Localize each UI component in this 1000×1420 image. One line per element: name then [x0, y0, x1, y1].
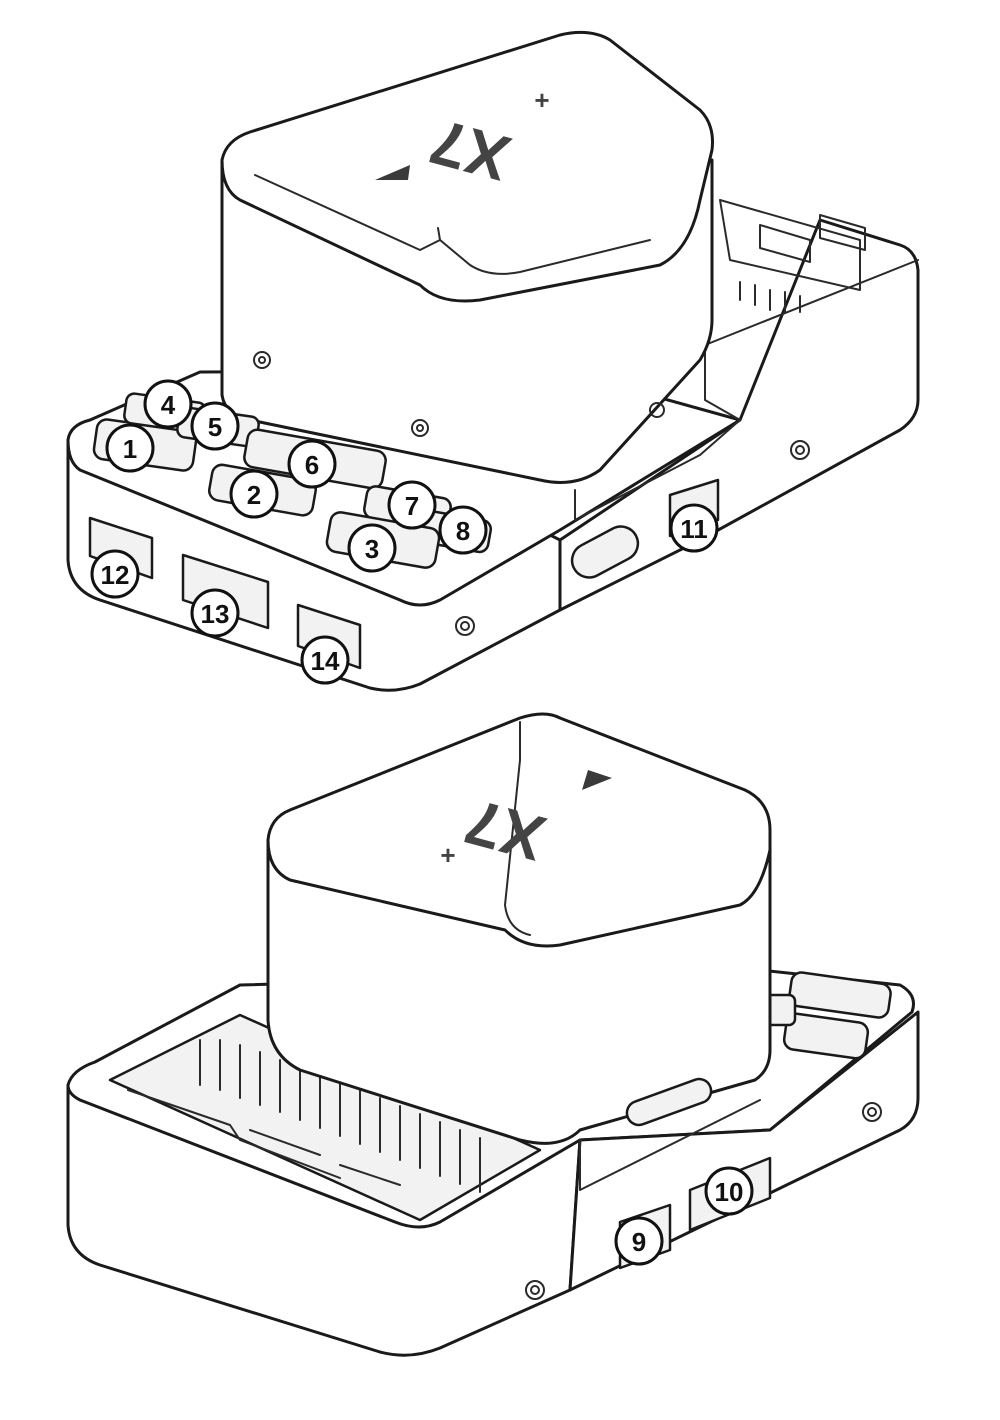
callout-13: 13 [190, 588, 240, 638]
top-housing-lid [220, 30, 714, 303]
top-right-step-edge [704, 259, 919, 346]
callout-4: 4 [143, 379, 193, 429]
callout-1: 1 [105, 423, 155, 473]
callout-14: 14 [300, 635, 350, 685]
bottom-usb-port [625, 1077, 713, 1127]
top-lid-groove [254, 174, 441, 251]
bottom-step-edge [579, 1099, 761, 1191]
callout-badges: 1 2 3 4 5 6 7 8 9 10 11 12 13 14 [90, 379, 754, 1266]
screw-icon [416, 424, 424, 432]
callout-5: 5 [190, 401, 240, 451]
top-right-step-edge2 [704, 344, 741, 421]
callout-12-label: 12 [101, 560, 130, 590]
callout-3-label: 3 [365, 534, 379, 564]
callout-8-label: 8 [456, 516, 470, 546]
callout-12: 12 [90, 549, 140, 599]
screw-icon [790, 440, 810, 460]
bottom-pin-header [108, 1013, 542, 1222]
top-lid-crease [439, 239, 651, 275]
bottom-logo-plus: + [440, 840, 455, 870]
callout-9: 9 [614, 1216, 664, 1266]
screw-icon [862, 1102, 882, 1122]
bottom-logo-arrow-icon [582, 770, 612, 790]
screw-icon [460, 621, 470, 631]
screw-icon [795, 445, 805, 455]
callout-4-label: 4 [161, 390, 176, 420]
screw-icon [867, 1107, 877, 1117]
callout-9-label: 9 [632, 1227, 646, 1257]
screw-icon [530, 1285, 540, 1295]
top-logo-plus: + [534, 85, 549, 115]
callout-6: 6 [287, 439, 337, 489]
screw-icon [253, 351, 271, 369]
top-base-right-section [558, 218, 920, 612]
bottom-lid-crease [504, 721, 531, 936]
callout-3: 3 [347, 523, 397, 573]
screw-icon [455, 616, 475, 636]
top-logo-arrow-icon [375, 165, 410, 180]
callout-6-label: 6 [305, 450, 319, 480]
screw-icon [258, 356, 266, 364]
bottom-device-view: X7 + [66, 712, 920, 1357]
usb-c-port [570, 525, 640, 579]
top-device-view: X7 + [66, 30, 920, 692]
callout-10-label: 10 [715, 1177, 744, 1207]
callout-11: 11 [669, 503, 719, 553]
callout-5-label: 5 [208, 412, 222, 442]
callout-8: 8 [438, 505, 488, 555]
callout-2-label: 2 [247, 480, 261, 510]
top-right-header-area [719, 199, 866, 313]
callout-10: 10 [704, 1166, 754, 1216]
callout-7-label: 7 [405, 491, 419, 521]
callout-14-label: 14 [311, 646, 340, 676]
callout-13-label: 13 [201, 599, 230, 629]
screw-icon [649, 402, 665, 418]
callout-11-label: 11 [680, 514, 708, 544]
bottom-housing-lid [266, 712, 772, 948]
callout-2: 2 [229, 469, 279, 519]
screw-icon [411, 419, 429, 437]
callout-7: 7 [387, 480, 437, 530]
callout-1-label: 1 [123, 434, 137, 464]
screw-icon [525, 1280, 545, 1300]
bottom-right-sockets [763, 971, 892, 1060]
